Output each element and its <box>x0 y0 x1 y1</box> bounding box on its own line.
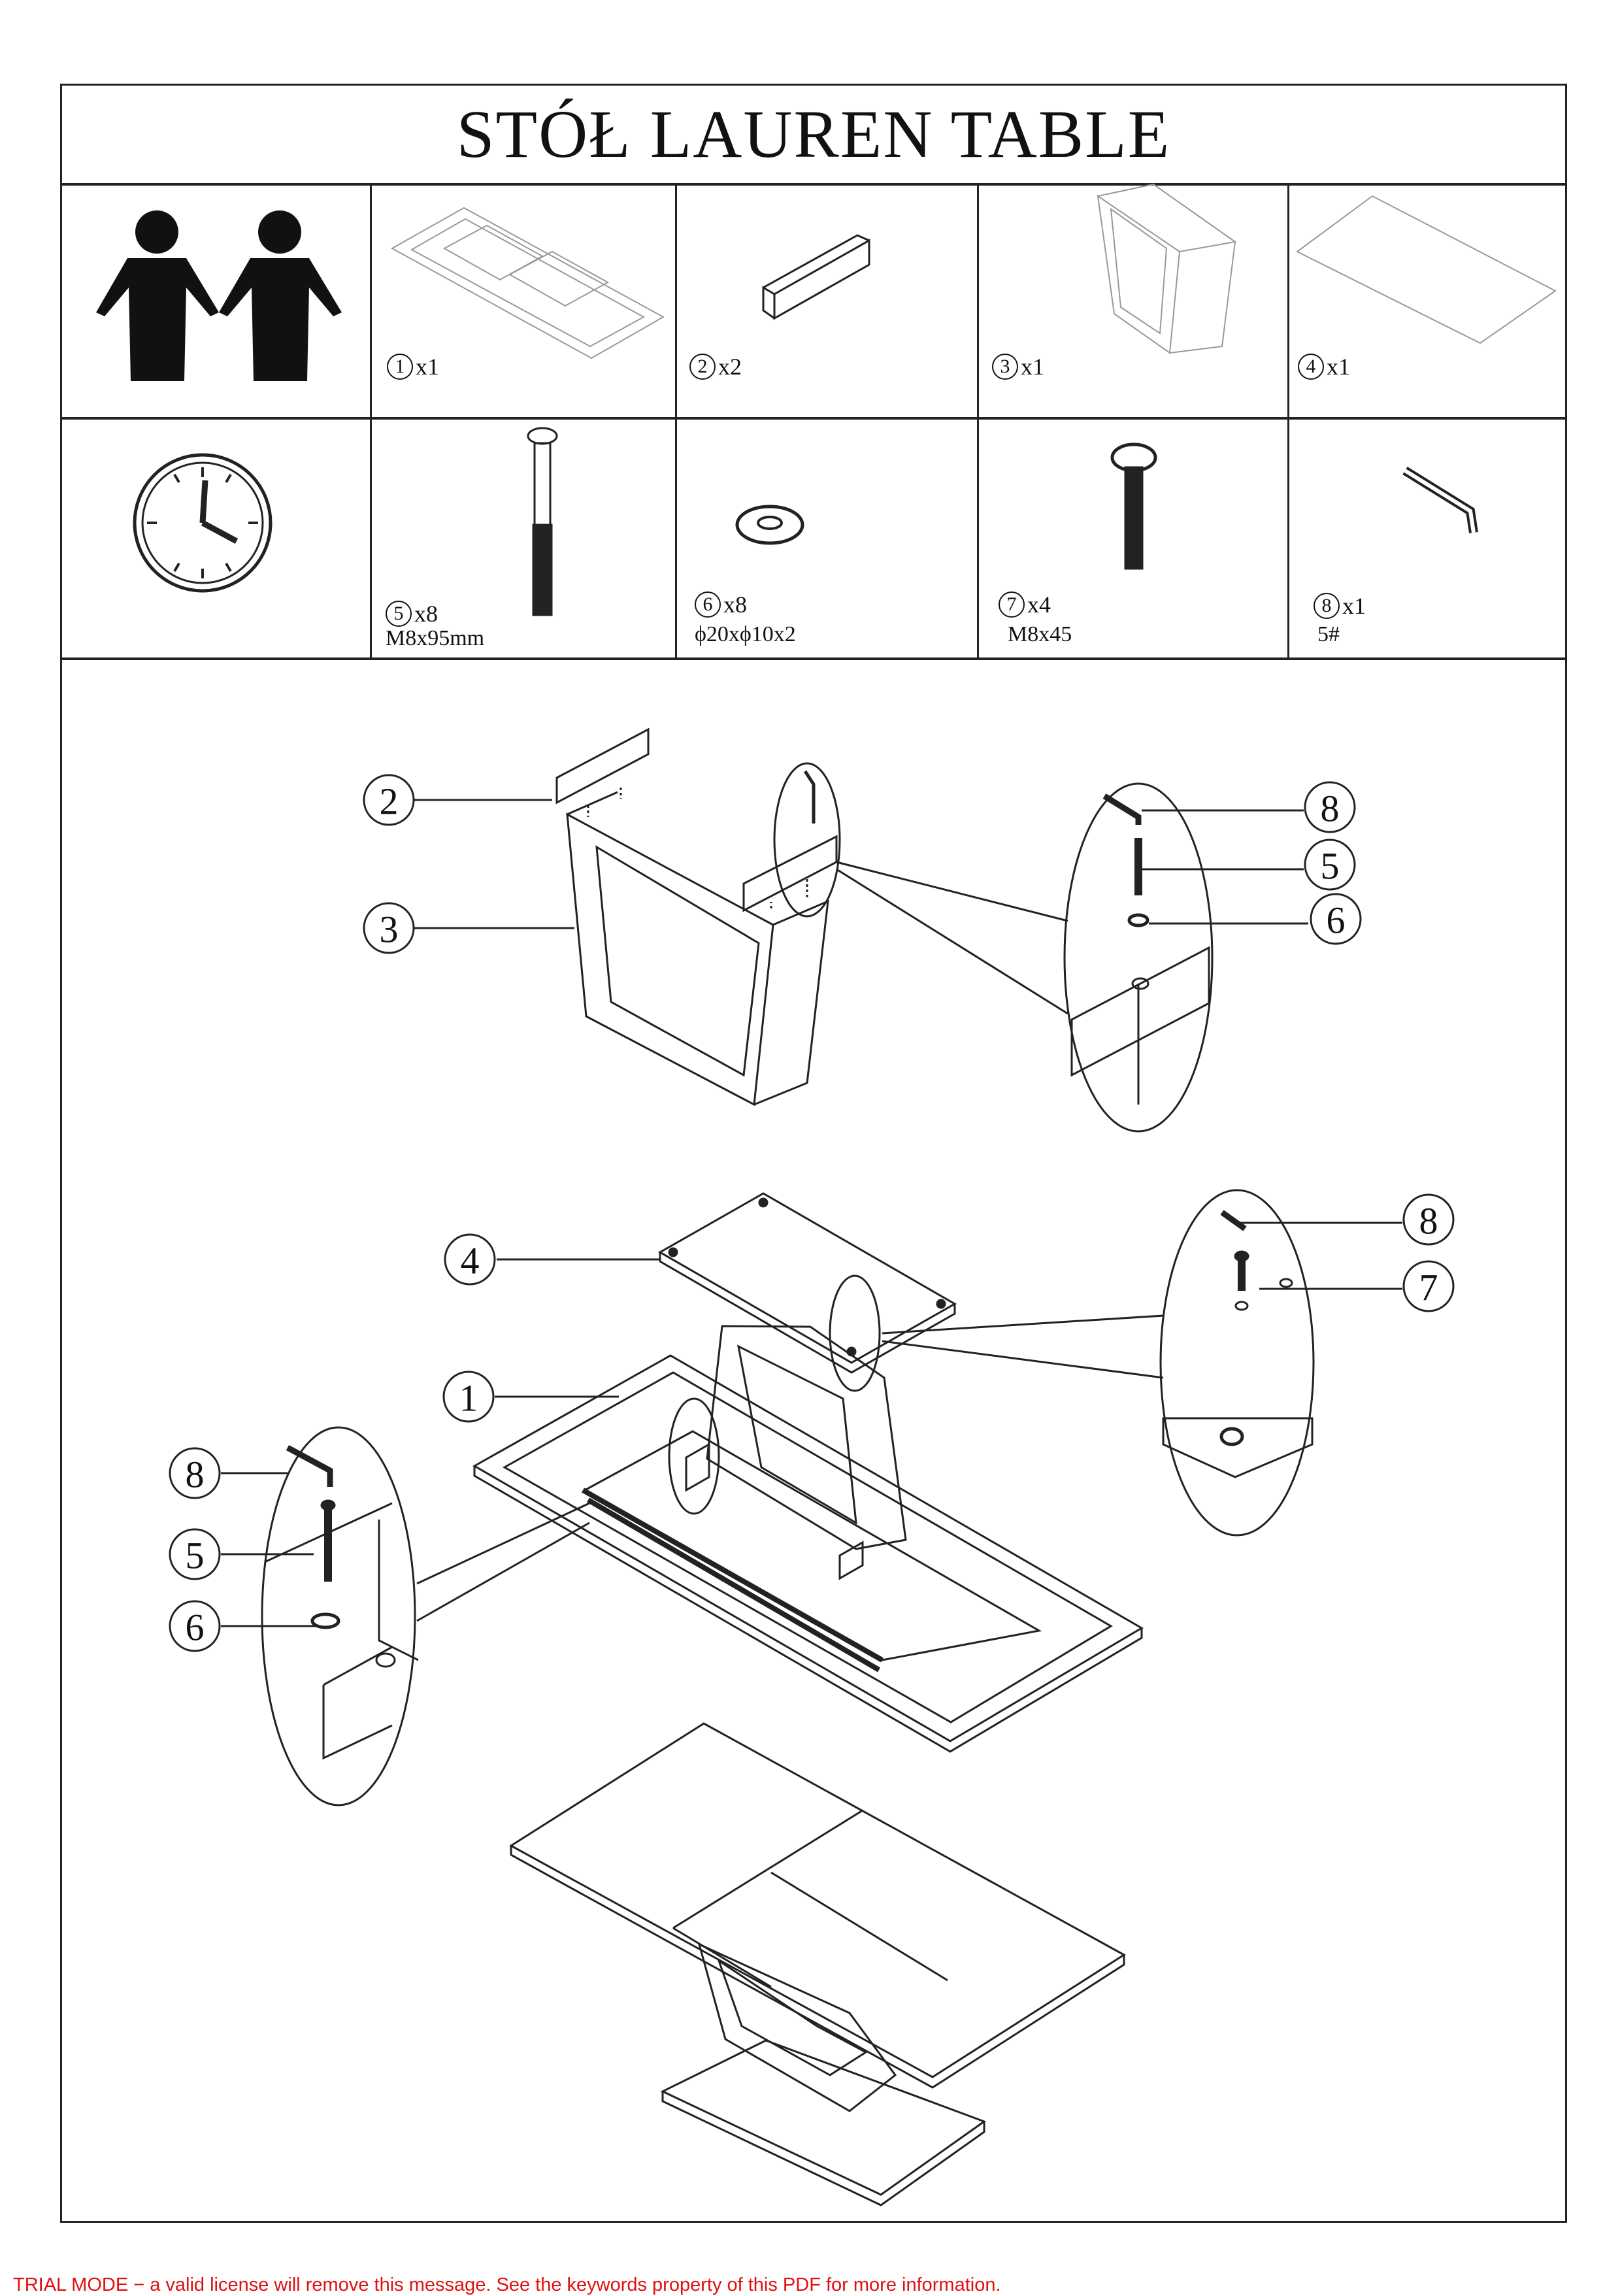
callout-8: 8 <box>1304 781 1356 833</box>
tabletop-frame-drawing <box>472 1354 1144 1753</box>
svg-text:8: 8 <box>186 1454 205 1496</box>
part-qty: x4 <box>1027 591 1051 618</box>
mounting-plate-drawing <box>657 1192 957 1374</box>
two-people-icon <box>96 210 342 381</box>
part-qty: x8 <box>723 591 747 618</box>
detail-ellipse <box>829 1274 881 1392</box>
part-qty: x1 <box>1342 593 1366 619</box>
part-qty: x8 <box>414 601 438 627</box>
part-5-spec: M8x95mm <box>386 626 485 650</box>
callout-6: 6 <box>169 1600 221 1652</box>
trial-mode-notice: TRIAL MODE − a valid license will remove… <box>13 2274 1001 2295</box>
finished-table-drawing <box>509 1722 1126 2206</box>
part-qty: x1 <box>416 354 439 380</box>
part-7-spec: M8x45 <box>1008 622 1072 646</box>
part-1-tabletop-icon <box>390 207 665 359</box>
detail-ellipse <box>668 1397 720 1515</box>
detail-ellipse <box>1159 1189 1315 1537</box>
part-number: 8 <box>1314 593 1340 619</box>
detail-ellipse <box>261 1426 416 1806</box>
divider <box>675 184 677 659</box>
callout-7: 7 <box>1402 1260 1455 1312</box>
part-8-hex-key-icon <box>1402 467 1478 534</box>
svg-text:8: 8 <box>1321 788 1340 830</box>
part-number: 5 <box>386 601 412 627</box>
part-4-plate-icon <box>1296 195 1557 344</box>
svg-text:6: 6 <box>1327 899 1346 942</box>
part-number: 4 <box>1298 354 1324 380</box>
part-2-rail-icon <box>762 234 870 320</box>
callout-5: 5 <box>1304 839 1356 891</box>
pedestal-drawing <box>685 1325 907 1580</box>
callout-8: 8 <box>169 1447 221 1499</box>
part-5-bolt-icon <box>527 427 558 616</box>
part-qty: x1 <box>1327 354 1350 380</box>
part-8-spec: 5# <box>1317 622 1340 646</box>
divider <box>977 184 979 659</box>
svg-text:5: 5 <box>1321 845 1340 888</box>
part-6-spec: ϕ20xϕ10x2 <box>695 622 796 646</box>
part-number: 2 <box>689 354 716 380</box>
page-title: STÓŁ LAUREN TABLE <box>456 96 1171 172</box>
divider <box>60 417 1567 420</box>
clock-icon <box>133 453 273 593</box>
callout-2: 2 <box>363 774 415 826</box>
part-3-leg-icon <box>1097 183 1236 354</box>
callout-6: 6 <box>1310 893 1362 945</box>
callout-labels: 2 3 8 5 6 4 1 8 7 8 5 6 <box>169 774 1455 1652</box>
detail-ellipse <box>773 762 841 918</box>
callout-3: 3 <box>363 902 415 954</box>
svg-text:8: 8 <box>1419 1200 1438 1242</box>
leg-frame-drawing <box>555 727 838 1106</box>
svg-text:6: 6 <box>186 1606 205 1649</box>
part-number: 6 <box>695 591 721 618</box>
divider <box>370 184 372 659</box>
svg-text:4: 4 <box>461 1240 480 1282</box>
part-number: 7 <box>999 591 1025 618</box>
svg-text:1: 1 <box>459 1377 478 1420</box>
callout-5: 5 <box>169 1528 221 1580</box>
divider <box>1287 184 1289 659</box>
svg-text:7: 7 <box>1419 1267 1438 1309</box>
divider <box>60 657 1567 660</box>
part-number: 1 <box>387 354 413 380</box>
part-7-bolt-icon <box>1110 442 1157 570</box>
divider <box>60 183 1567 186</box>
svg-text:3: 3 <box>380 908 399 951</box>
callout-8: 8 <box>1402 1193 1455 1246</box>
detail-ellipse <box>1063 782 1214 1133</box>
page-frame <box>60 84 1567 2223</box>
part-qty: x2 <box>718 354 742 380</box>
svg-text:2: 2 <box>380 780 399 823</box>
part-6-washer-icon <box>735 505 804 545</box>
part-qty: x1 <box>1021 354 1044 380</box>
callout-1: 1 <box>442 1371 495 1423</box>
callout-4: 4 <box>444 1233 496 1286</box>
part-number: 3 <box>992 354 1018 380</box>
svg-text:5: 5 <box>186 1535 205 1577</box>
